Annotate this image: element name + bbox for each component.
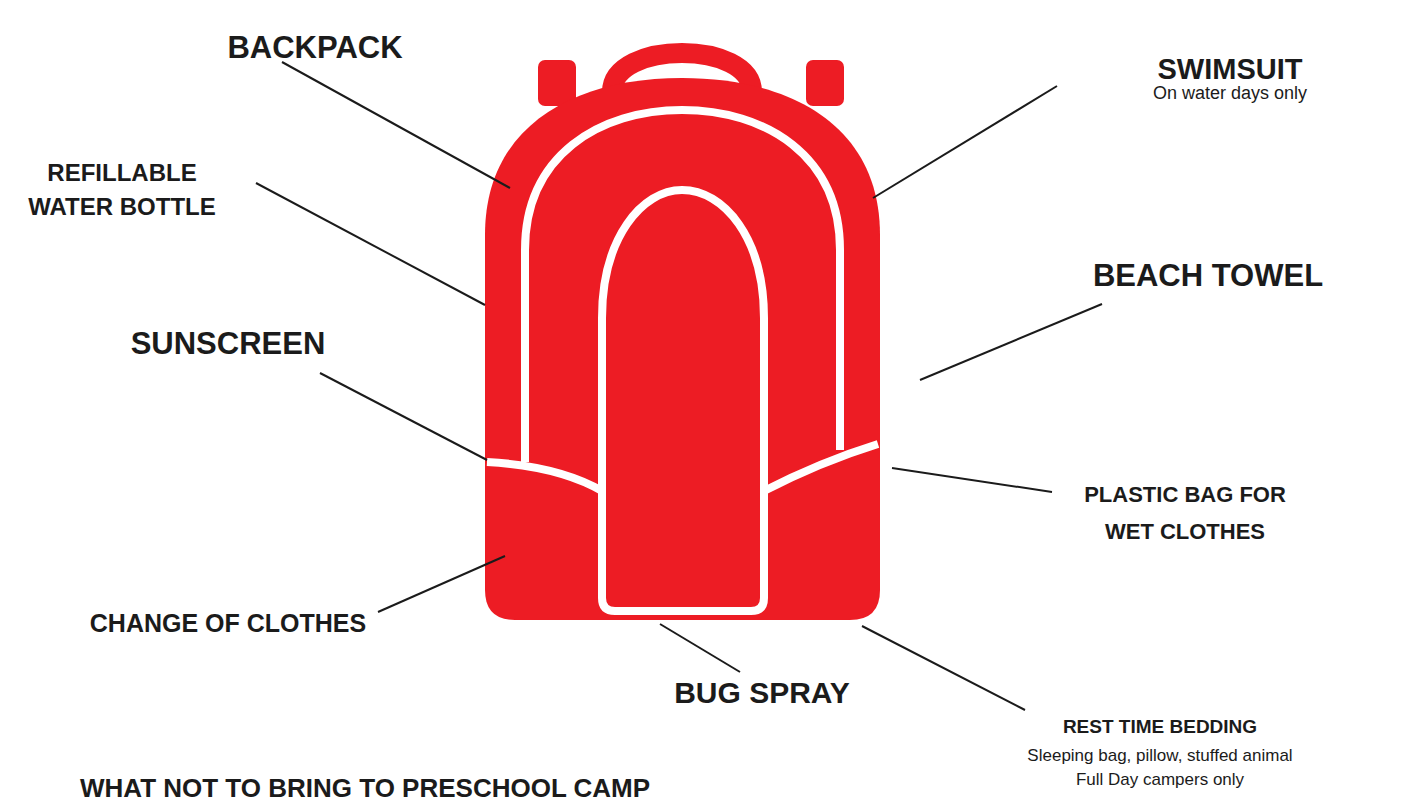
backpack-body (485, 78, 880, 620)
backpack-shape (485, 53, 880, 620)
strap-tab (538, 60, 576, 106)
item-label: BEACH TOWEL (1058, 258, 1358, 294)
item-label: CHANGE OF CLOTHES (58, 608, 398, 638)
item-label: SWIMSUIT (1120, 52, 1340, 86)
leader-line (873, 86, 1057, 198)
item-note: Full Day campers only (960, 769, 1360, 791)
leader-lines (256, 62, 1102, 710)
leader-line (282, 62, 510, 188)
leader-line (920, 304, 1102, 380)
leader-line (256, 183, 485, 305)
front-pocket (602, 190, 764, 611)
item-label: REST TIME BEDDING (1010, 715, 1310, 739)
item-label: PLASTIC BAG FOR WET CLOTHES (1070, 476, 1300, 550)
item-label: REFILLABLE WATER BOTTLE (12, 156, 232, 224)
item-note: On water days only (1090, 82, 1370, 104)
item-label: SUNSCREEN (98, 326, 358, 362)
item-note: Sleeping bag, pillow, stuffed animal (960, 745, 1360, 767)
leader-line (892, 468, 1052, 492)
item-label: BUG SPRAY (632, 675, 892, 711)
item-label: BACKPACK (195, 30, 435, 66)
leader-line (320, 373, 487, 460)
leader-line (378, 556, 505, 612)
section-heading: WHAT NOT TO BRING TO PRESCHOOL CAMP (80, 773, 780, 803)
strap-tab (806, 60, 844, 106)
leader-line (660, 624, 740, 672)
leader-line (862, 626, 1025, 710)
